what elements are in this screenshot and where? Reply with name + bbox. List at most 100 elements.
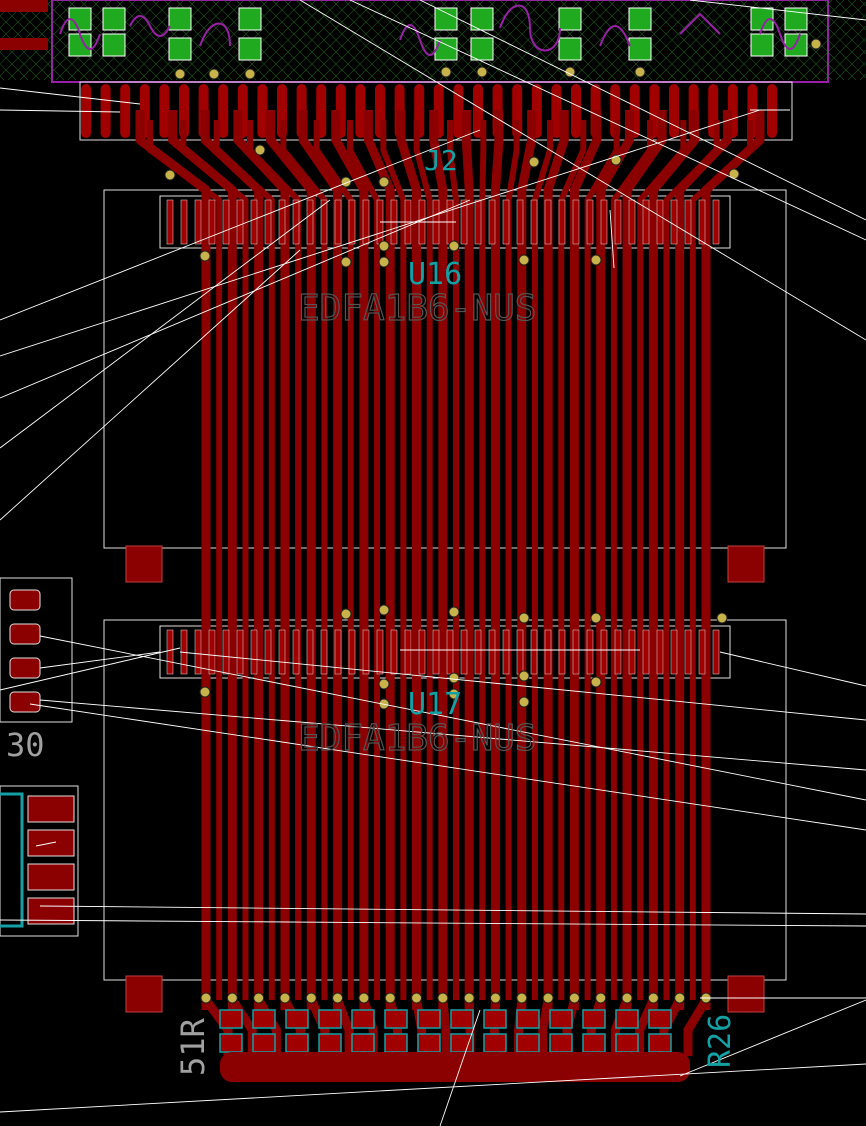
u17-pad (670, 629, 678, 675)
via (528, 156, 540, 168)
u17-pad (488, 629, 496, 675)
via (647, 992, 659, 1004)
resistor-pad (318, 1009, 342, 1029)
signal-trace (538, 999, 553, 1056)
u16-pad (460, 199, 468, 245)
u16-pad (334, 199, 342, 245)
signal-trace (505, 120, 520, 1000)
via (378, 240, 390, 252)
u16-pad (558, 199, 566, 245)
u16-pad (614, 199, 622, 245)
connector-finger (571, 84, 581, 138)
ratsnest-line (0, 87, 141, 105)
resistor-pad (417, 1033, 441, 1053)
signal-trace (663, 120, 720, 1000)
resistor-pad (648, 1009, 672, 1029)
resistor-pad (252, 1009, 276, 1029)
connector-finger (453, 84, 464, 138)
green-pad (102, 33, 126, 57)
via (448, 672, 460, 684)
signal-trace (429, 110, 448, 1010)
bottom-ground-trace[interactable] (220, 1052, 690, 1082)
via (463, 992, 475, 1004)
via (716, 612, 728, 624)
u17-pad (572, 629, 580, 675)
u16-pad (194, 199, 202, 245)
signal-trace (490, 110, 504, 1010)
resistor-pad (516, 1033, 540, 1053)
signal-trace (180, 120, 249, 1000)
via (340, 608, 352, 620)
copper-traces[interactable] (81, 84, 777, 1056)
via (728, 168, 740, 180)
resistor-pad (450, 1009, 474, 1029)
signal-trace (648, 110, 700, 1010)
u17-pad (474, 629, 482, 675)
u16-pad (348, 199, 356, 245)
u17-pad (222, 629, 230, 675)
resistor-pad (549, 1009, 573, 1029)
via (518, 670, 530, 682)
signal-trace (347, 120, 381, 1000)
resistor-pad (648, 1033, 672, 1053)
green-pad (68, 33, 92, 57)
via (448, 688, 460, 700)
resistor-pad (285, 1009, 309, 1029)
mounting-pads[interactable] (125, 545, 765, 1013)
resistor-pad (516, 1009, 540, 1029)
resistor-pad (582, 1033, 606, 1053)
r51-ref-label: 51R (174, 1017, 212, 1076)
u16-pad (488, 199, 496, 245)
signal-trace (213, 120, 275, 1000)
u16-pad (264, 199, 272, 245)
signal-trace (622, 110, 667, 1010)
u17-pad (418, 629, 426, 675)
ratsnest-line (39, 905, 866, 915)
green-pad (238, 37, 262, 61)
via (378, 678, 390, 690)
via (279, 992, 291, 1004)
via (305, 992, 317, 1004)
connector-finger (669, 84, 679, 138)
u16-pad (306, 199, 314, 245)
green-pad (434, 7, 458, 31)
ratsnest-line (0, 109, 761, 357)
u17-pad (348, 629, 356, 675)
silk-glyph (499, 4, 561, 52)
via (411, 992, 423, 1004)
via (518, 696, 530, 708)
via (378, 176, 390, 188)
u17-pad (684, 629, 692, 675)
signal-trace (380, 120, 407, 1000)
ratsnest-line (0, 647, 181, 691)
u17-pad (194, 629, 202, 675)
pin-30-label: 30 (6, 726, 45, 764)
via (384, 992, 396, 1004)
top-connector-region[interactable] (0, 0, 866, 83)
vias[interactable] (164, 38, 822, 1004)
via (595, 992, 607, 1004)
green-pad (750, 33, 774, 57)
u17-pad (208, 629, 216, 675)
signal-trace (584, 120, 620, 1000)
left-connector-outline (0, 577, 73, 723)
resistor-pad (483, 1033, 507, 1053)
ratsnest-line (0, 109, 121, 113)
via (518, 254, 530, 266)
signal-trace (447, 120, 459, 1000)
ratsnest-line (419, 0, 866, 221)
resistor-pad (219, 1009, 243, 1029)
left-connector-pads[interactable] (0, 0, 75, 928)
u17-pad (362, 629, 370, 675)
connector-finger (120, 84, 131, 138)
silk-glyph (129, 15, 171, 37)
ratsnest-line (689, 0, 866, 21)
copper-pads[interactable] (166, 199, 720, 1053)
u16-pad (516, 199, 524, 245)
via (358, 992, 370, 1004)
resistor-pad (615, 1033, 639, 1053)
via (226, 992, 238, 1004)
u17-pad (376, 629, 384, 675)
